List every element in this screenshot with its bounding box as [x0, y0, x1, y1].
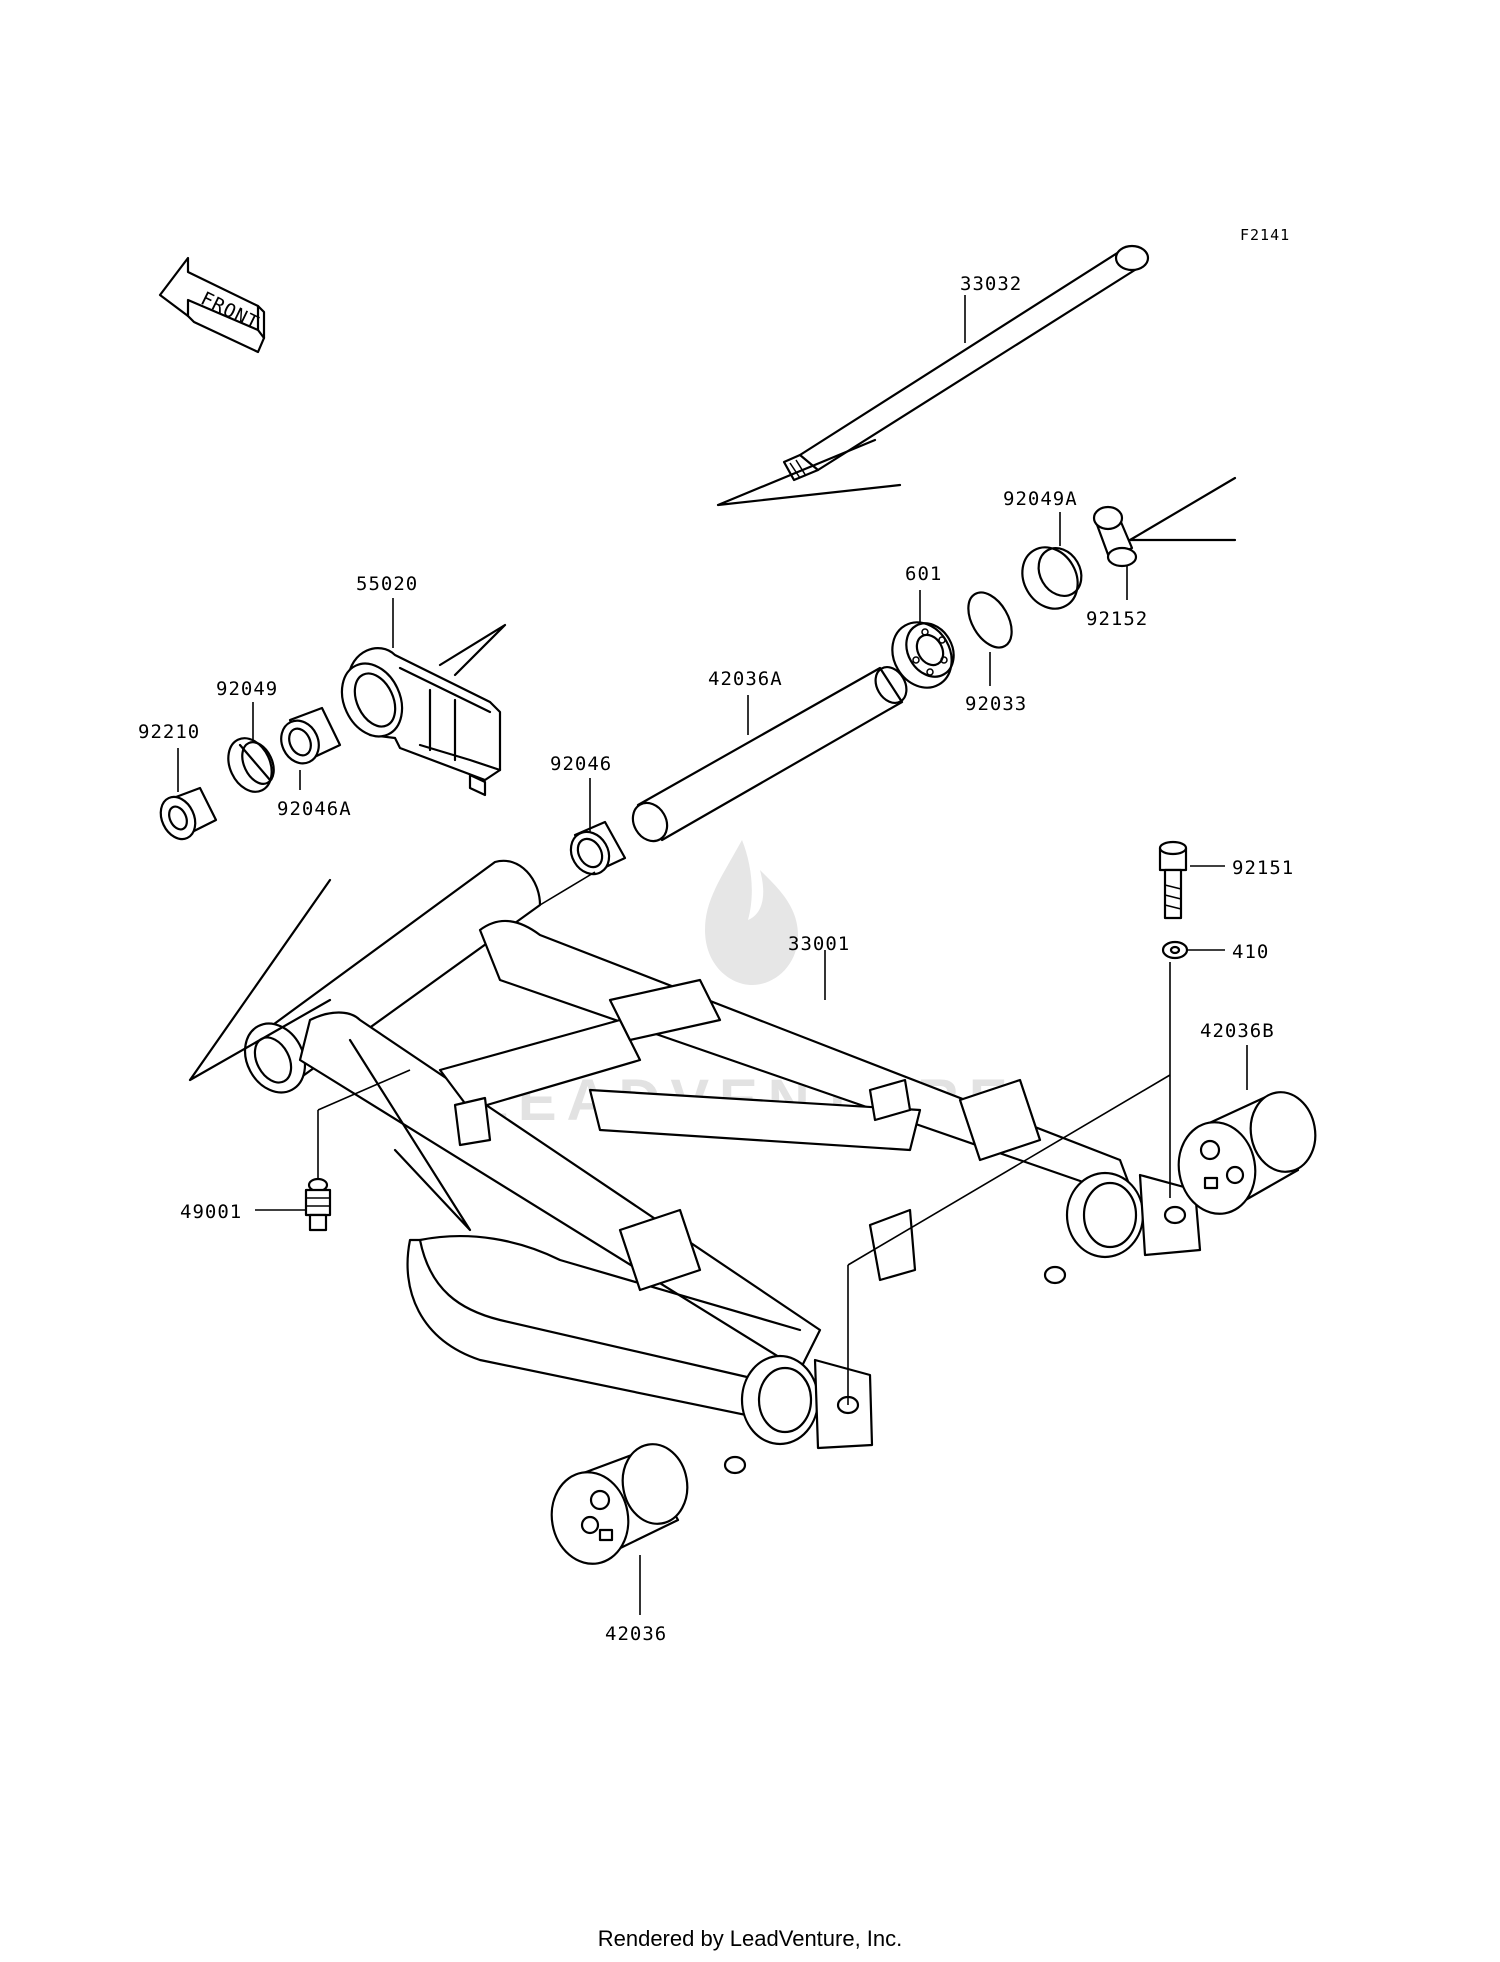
swingarm-33001	[188, 859, 1202, 1475]
label-92049A: 92049A	[1003, 488, 1078, 510]
label-92151: 92151	[1232, 857, 1294, 879]
footer-credit: Rendered by LeadVenture, Inc.	[597, 1926, 903, 1951]
adjuster-42036	[550, 1443, 689, 1565]
label-92046: 92046	[550, 753, 612, 775]
adjuster-42036B	[1177, 1091, 1317, 1215]
spacer-tube-42036A	[631, 666, 908, 843]
bearing-601	[891, 621, 955, 689]
label-92210: 92210	[138, 721, 200, 743]
torque-link-55020	[340, 623, 507, 797]
collar-92210	[159, 786, 218, 841]
needle-bearing-92046A	[280, 706, 342, 765]
seal-92049A	[1021, 546, 1083, 610]
label-42036: 42036	[605, 1623, 667, 1645]
collar-92152	[1092, 505, 1138, 568]
label-92049: 92049	[216, 678, 278, 700]
washer-410	[1161, 940, 1189, 960]
part-labels: 33032 92049A 92152 601 92033 55020 42036…	[138, 273, 1294, 1645]
label-42036B: 42036B	[1200, 1020, 1275, 1042]
needle-bearing-92046	[569, 820, 627, 876]
label-33032: 33032	[960, 273, 1022, 295]
label-33001: 33001	[788, 933, 850, 955]
front-arrow-icon: FRONT	[158, 256, 266, 354]
label-601: 601	[905, 563, 942, 585]
pivot-shaft-33032	[716, 244, 1237, 542]
label-49001: 49001	[180, 1201, 242, 1223]
seal-92049	[227, 737, 275, 793]
label-92033: 92033	[965, 693, 1027, 715]
label-410: 410	[1232, 941, 1269, 963]
watermark-flame-icon	[705, 840, 798, 985]
label-92046A: 92046A	[277, 798, 352, 820]
grease-fitting-49001	[304, 1177, 332, 1232]
label-55020: 55020	[356, 573, 418, 595]
circlip-92033	[967, 591, 1013, 649]
bolt-92151	[1158, 840, 1188, 920]
leader-lines	[177, 512, 1248, 1615]
label-92152: 92152	[1086, 608, 1148, 630]
label-42036A: 42036A	[708, 668, 783, 690]
figure-code: F2141	[1240, 226, 1290, 244]
